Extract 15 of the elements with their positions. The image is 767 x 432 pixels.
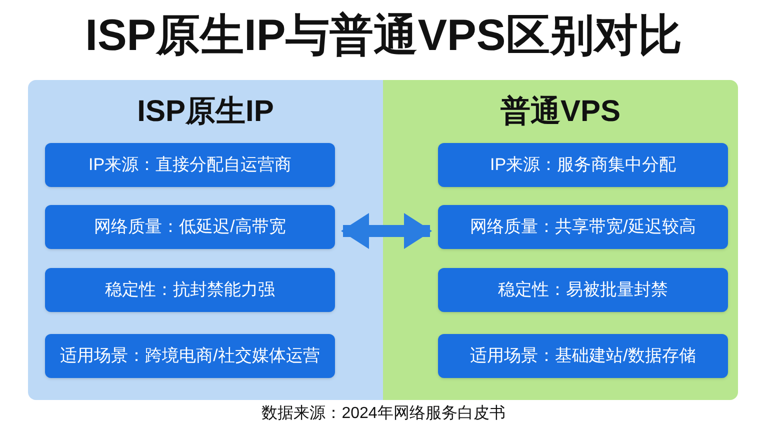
double-arrow xyxy=(341,213,432,249)
feature-box: 网络质量：低延迟/高带宽 xyxy=(45,205,335,249)
feature-box: IP来源：直接分配自运营商 xyxy=(45,143,335,187)
feature-box: 适用场景：跨境电商/社交媒体运营 xyxy=(45,334,335,378)
feature-box: IP来源：服务商集中分配 xyxy=(438,143,728,187)
title: ISP原生IP与普通VPS区别对比 xyxy=(84,10,683,62)
feature-box: 稳定性：易被批量封禁 xyxy=(438,268,728,312)
caption: 数据来源：2024年网络服务白皮书 xyxy=(260,404,506,424)
panel-heading: 普通VPS xyxy=(499,94,622,130)
panel-heading: ISP原生IP xyxy=(136,94,275,130)
feature-box: 适用场景：基础建站/数据存储 xyxy=(438,334,728,378)
feature-box: 网络质量：共享带宽/延迟较高 xyxy=(438,205,728,249)
panel xyxy=(383,80,738,400)
feature-box: 稳定性：抗封禁能力强 xyxy=(45,268,335,312)
panel xyxy=(28,80,383,400)
